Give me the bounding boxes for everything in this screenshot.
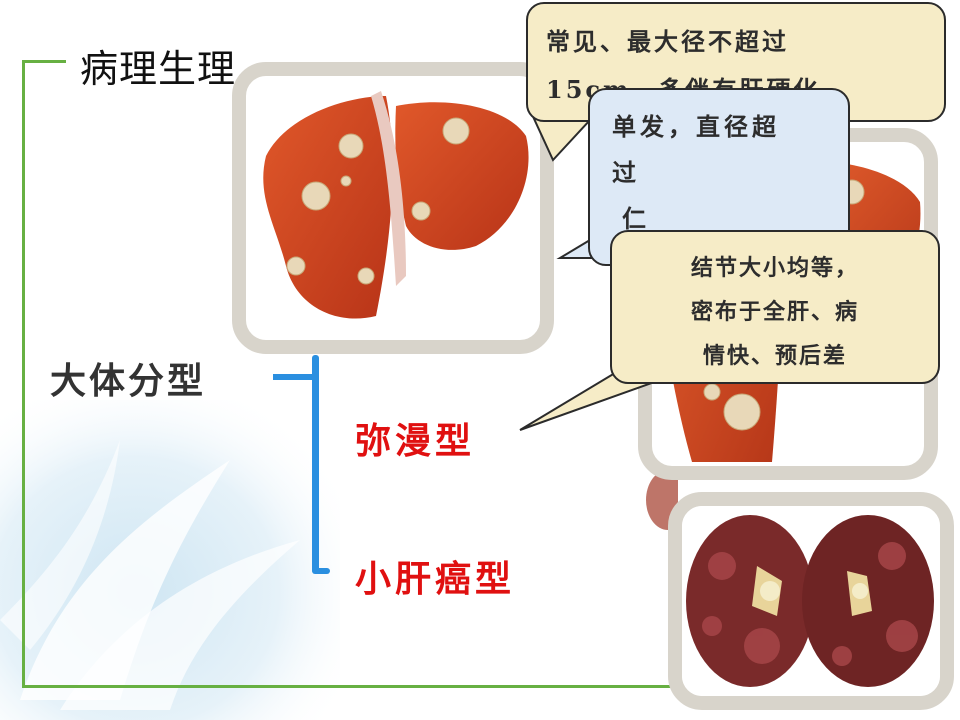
callout-diffuse-type: 结节大小均等， 密布于全肝、病 情快、预后差: [610, 230, 940, 384]
callout-line: 过: [612, 158, 640, 187]
frame-line-top: [22, 60, 66, 63]
liver-drawing: [263, 91, 529, 319]
callout-line: 常见、最大径不超过: [546, 27, 789, 56]
bracket-spine: [312, 355, 319, 573]
callout-line: 结节大小均等，: [690, 255, 859, 281]
classification-label: 大体分型: [50, 360, 207, 402]
liver-illustration-massive: [232, 62, 554, 354]
callout-line: 情快、预后差: [702, 343, 847, 369]
cross-section-photo: [682, 506, 940, 696]
frame-line-left: [22, 60, 25, 688]
frame-line-bottom: [22, 685, 682, 688]
type-diffuse: 弥漫型: [355, 420, 476, 462]
bracket-stem: [273, 374, 315, 380]
slide-title: 病理生理: [80, 47, 237, 91]
specimen-photo-small-liver-cancer: [668, 492, 954, 710]
callout-line: 仁: [622, 204, 650, 233]
callout-line: 密布于全肝、病: [690, 299, 859, 325]
bracket-foot: [312, 568, 330, 574]
callout-line: 单发，直径超: [612, 112, 780, 141]
type-small-liver-cancer: 小肝癌型: [355, 558, 516, 600]
decorative-swirl: [0, 400, 340, 720]
